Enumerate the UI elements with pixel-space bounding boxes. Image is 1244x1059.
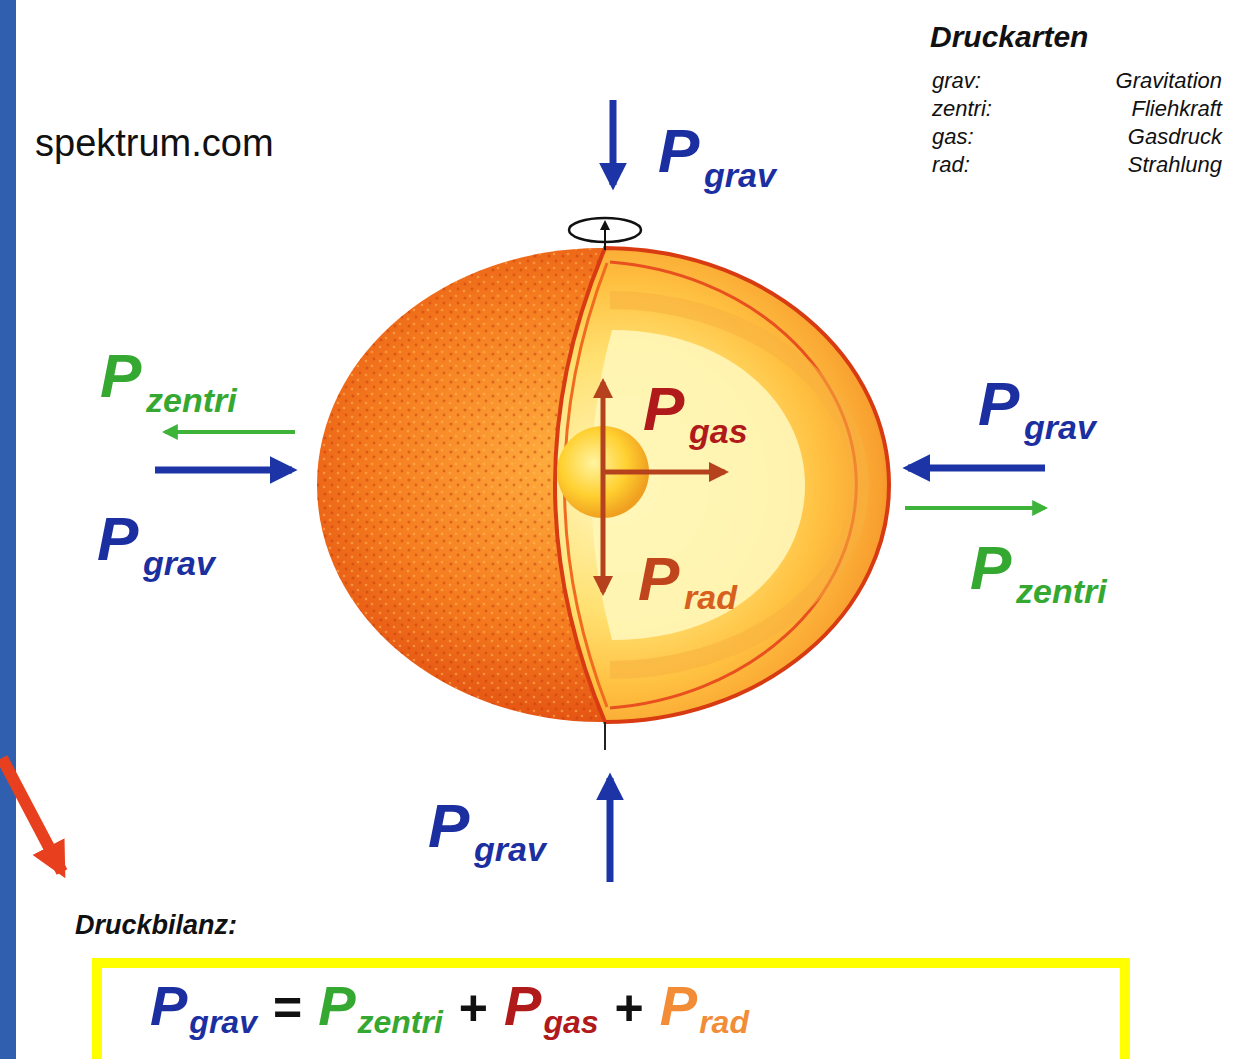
radiation-pressure-arrow [601,472,606,592]
equation-box: Pgrav = Pzentri + Pgas + Prad [92,958,1130,1059]
equation-operator: = [273,983,302,1033]
centrifugal-arrow [905,506,1045,510]
centrifugal-arrow [165,430,295,434]
pressure-symbol: P [660,978,697,1034]
legend-value: Fliehkraft [1132,98,1222,120]
gravity-arrow [607,778,614,882]
pressure-subscript: grav [189,1006,257,1038]
pressure-symbol: P [97,508,138,570]
legend-heading: Druckarten [930,22,1088,52]
rotation-axis [604,222,606,250]
pointer-arrow [2,758,62,872]
source-credit: spektrum.com [35,124,274,162]
pressure-symbol: P [978,373,1019,435]
legend-key: grav: [932,70,981,92]
pressure-symbol: P [638,548,679,610]
balance-heading: Druckbilanz: [75,912,237,939]
pressure-symbol: P [504,978,541,1034]
legend-key: rad: [932,154,970,176]
pressure-symbol: P [658,120,699,182]
pressure-subscript: rad [699,1006,749,1038]
pressure-symbol: P [100,345,141,407]
gas-pressure-arrow [603,470,725,475]
equation-operator: + [459,983,488,1033]
gravity-arrow [908,465,1045,472]
pressure-subscript: grav [704,158,776,192]
pressure-subscript: grav [474,832,546,866]
legend-value: Strahlung [1128,154,1222,176]
pressure-subscript: gas [543,1006,598,1038]
pressure-subscript: zentri [146,383,237,417]
equation-operator: + [615,983,644,1033]
pressure-symbol: P [318,978,355,1034]
legend-value: Gravitation [1116,70,1222,92]
pressure-subscript: rad [684,580,737,614]
legend-key: zentri: [932,98,992,120]
pressure-symbol: P [150,978,187,1034]
legend-key: gas: [932,126,974,148]
pressure-subscript: grav [1024,410,1096,444]
pressure-subscript: zentri [1016,574,1107,608]
pressure-subscript: grav [143,546,215,580]
gravity-arrow [155,467,292,474]
gas-pressure-arrow [601,382,606,472]
pressure-subscript: zentri [358,1006,443,1038]
rotation-symbol [569,218,641,242]
rotation-axis [604,722,606,750]
sun-cutaway [555,248,889,722]
legend-value: Gasdruck [1128,126,1222,148]
pressure-symbol: P [643,378,684,440]
pressure-symbol: P [970,537,1011,599]
gravity-arrow [610,100,617,185]
pressure-subscript: gas [689,414,748,448]
pressure-symbol: P [428,795,469,857]
white-panel [16,0,1244,1059]
